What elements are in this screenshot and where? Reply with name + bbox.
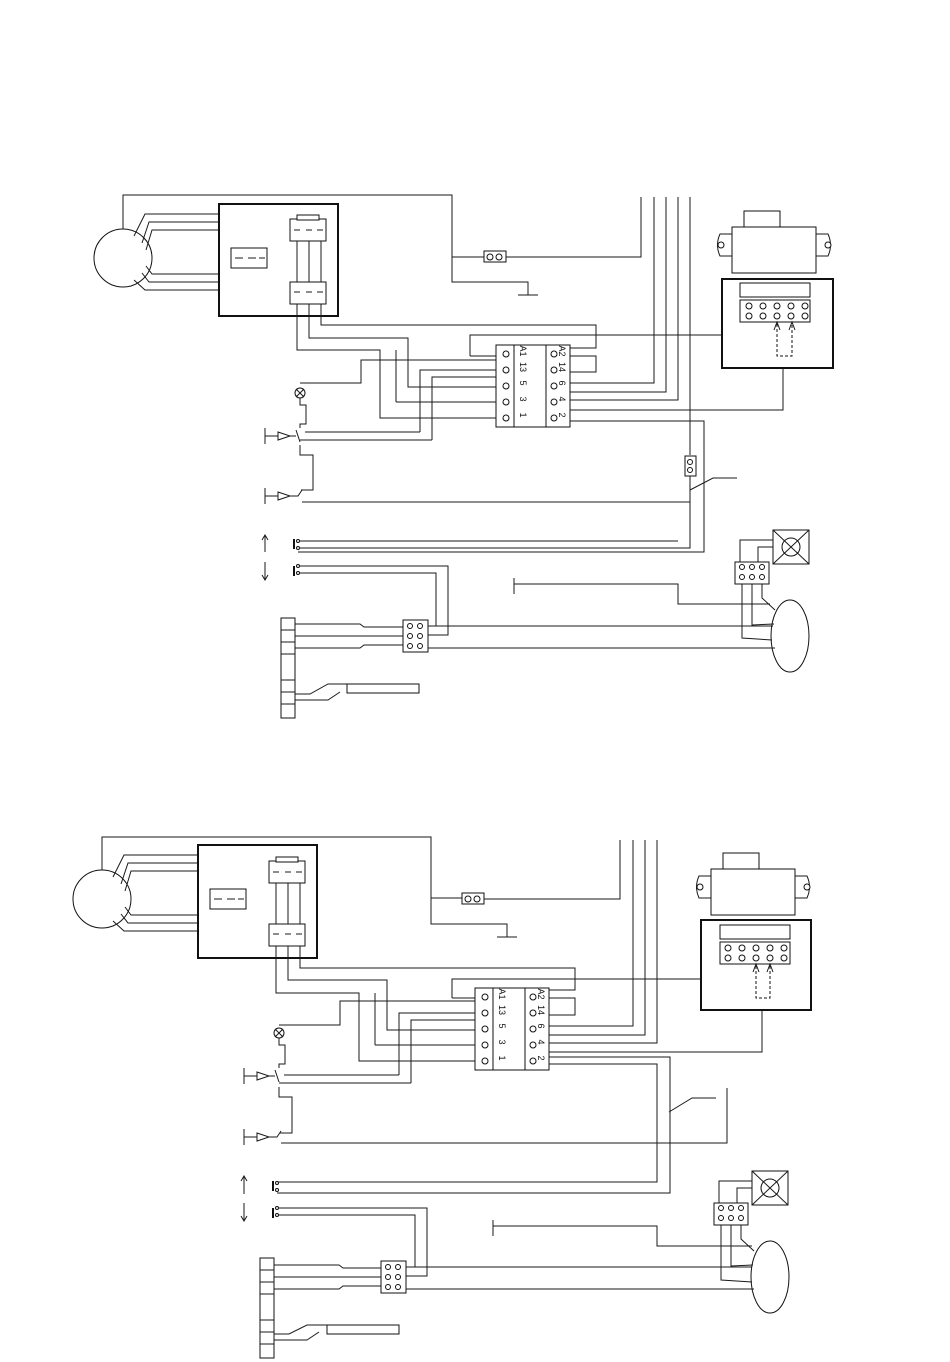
terminal-label: A2 — [536, 988, 546, 999]
terminal-label: 14 — [536, 1005, 546, 1015]
terminal-label: A1 — [518, 345, 528, 356]
switch-2 — [265, 488, 278, 504]
terminal-label: 4 — [536, 1039, 546, 1044]
terminal-label: 3 — [497, 1039, 507, 1044]
connector-plug-bottom — [269, 924, 305, 946]
terminal-label: 5 — [518, 380, 528, 385]
terminal-label: A1 — [497, 988, 507, 999]
terminal-label: 1 — [518, 412, 528, 417]
transformer — [697, 853, 812, 1010]
terminal-label: 6 — [557, 380, 567, 385]
terminal-label: A2 — [557, 345, 567, 356]
down-arrow-icon — [241, 1203, 247, 1221]
wiring-diagram-2: A1 13 5 3 1 A2 14 6 4 2 — [73, 837, 811, 1358]
motor-oval — [771, 600, 809, 672]
up-arrow-icon — [241, 1176, 247, 1194]
sensor-probe — [327, 1325, 399, 1334]
connector-plug-bottom — [290, 282, 326, 304]
terminal-label: 2 — [557, 412, 567, 417]
terminal-label: 2 — [536, 1055, 546, 1060]
motor-oval — [751, 1241, 789, 1313]
transformer — [718, 211, 834, 368]
up-arrow-icon — [262, 535, 268, 552]
fuse — [685, 456, 696, 476]
terminal-block-bottom — [403, 620, 428, 652]
terminal-strip — [281, 618, 295, 718]
terminal-label: 1 — [497, 1055, 507, 1060]
terminal-label: 3 — [518, 396, 528, 401]
switch-1 — [265, 428, 278, 444]
terminal-label: 13 — [518, 362, 528, 372]
terminal-strip — [260, 1258, 274, 1358]
sensor-probe — [347, 684, 419, 693]
terminal-label: 4 — [557, 396, 567, 401]
terminal-block-bottom — [381, 1261, 406, 1293]
wiring-diagram-1: A1 13 5 3 1 A2 14 6 4 2 — [94, 195, 833, 718]
down-arrow-icon — [262, 562, 268, 580]
terminal-label: 5 — [497, 1023, 507, 1028]
terminal-label: 6 — [536, 1023, 546, 1028]
switch-1 — [244, 1068, 257, 1084]
terminal-label: 14 — [557, 362, 567, 372]
switch-2 — [244, 1129, 257, 1145]
terminal-label: 13 — [497, 1005, 507, 1015]
